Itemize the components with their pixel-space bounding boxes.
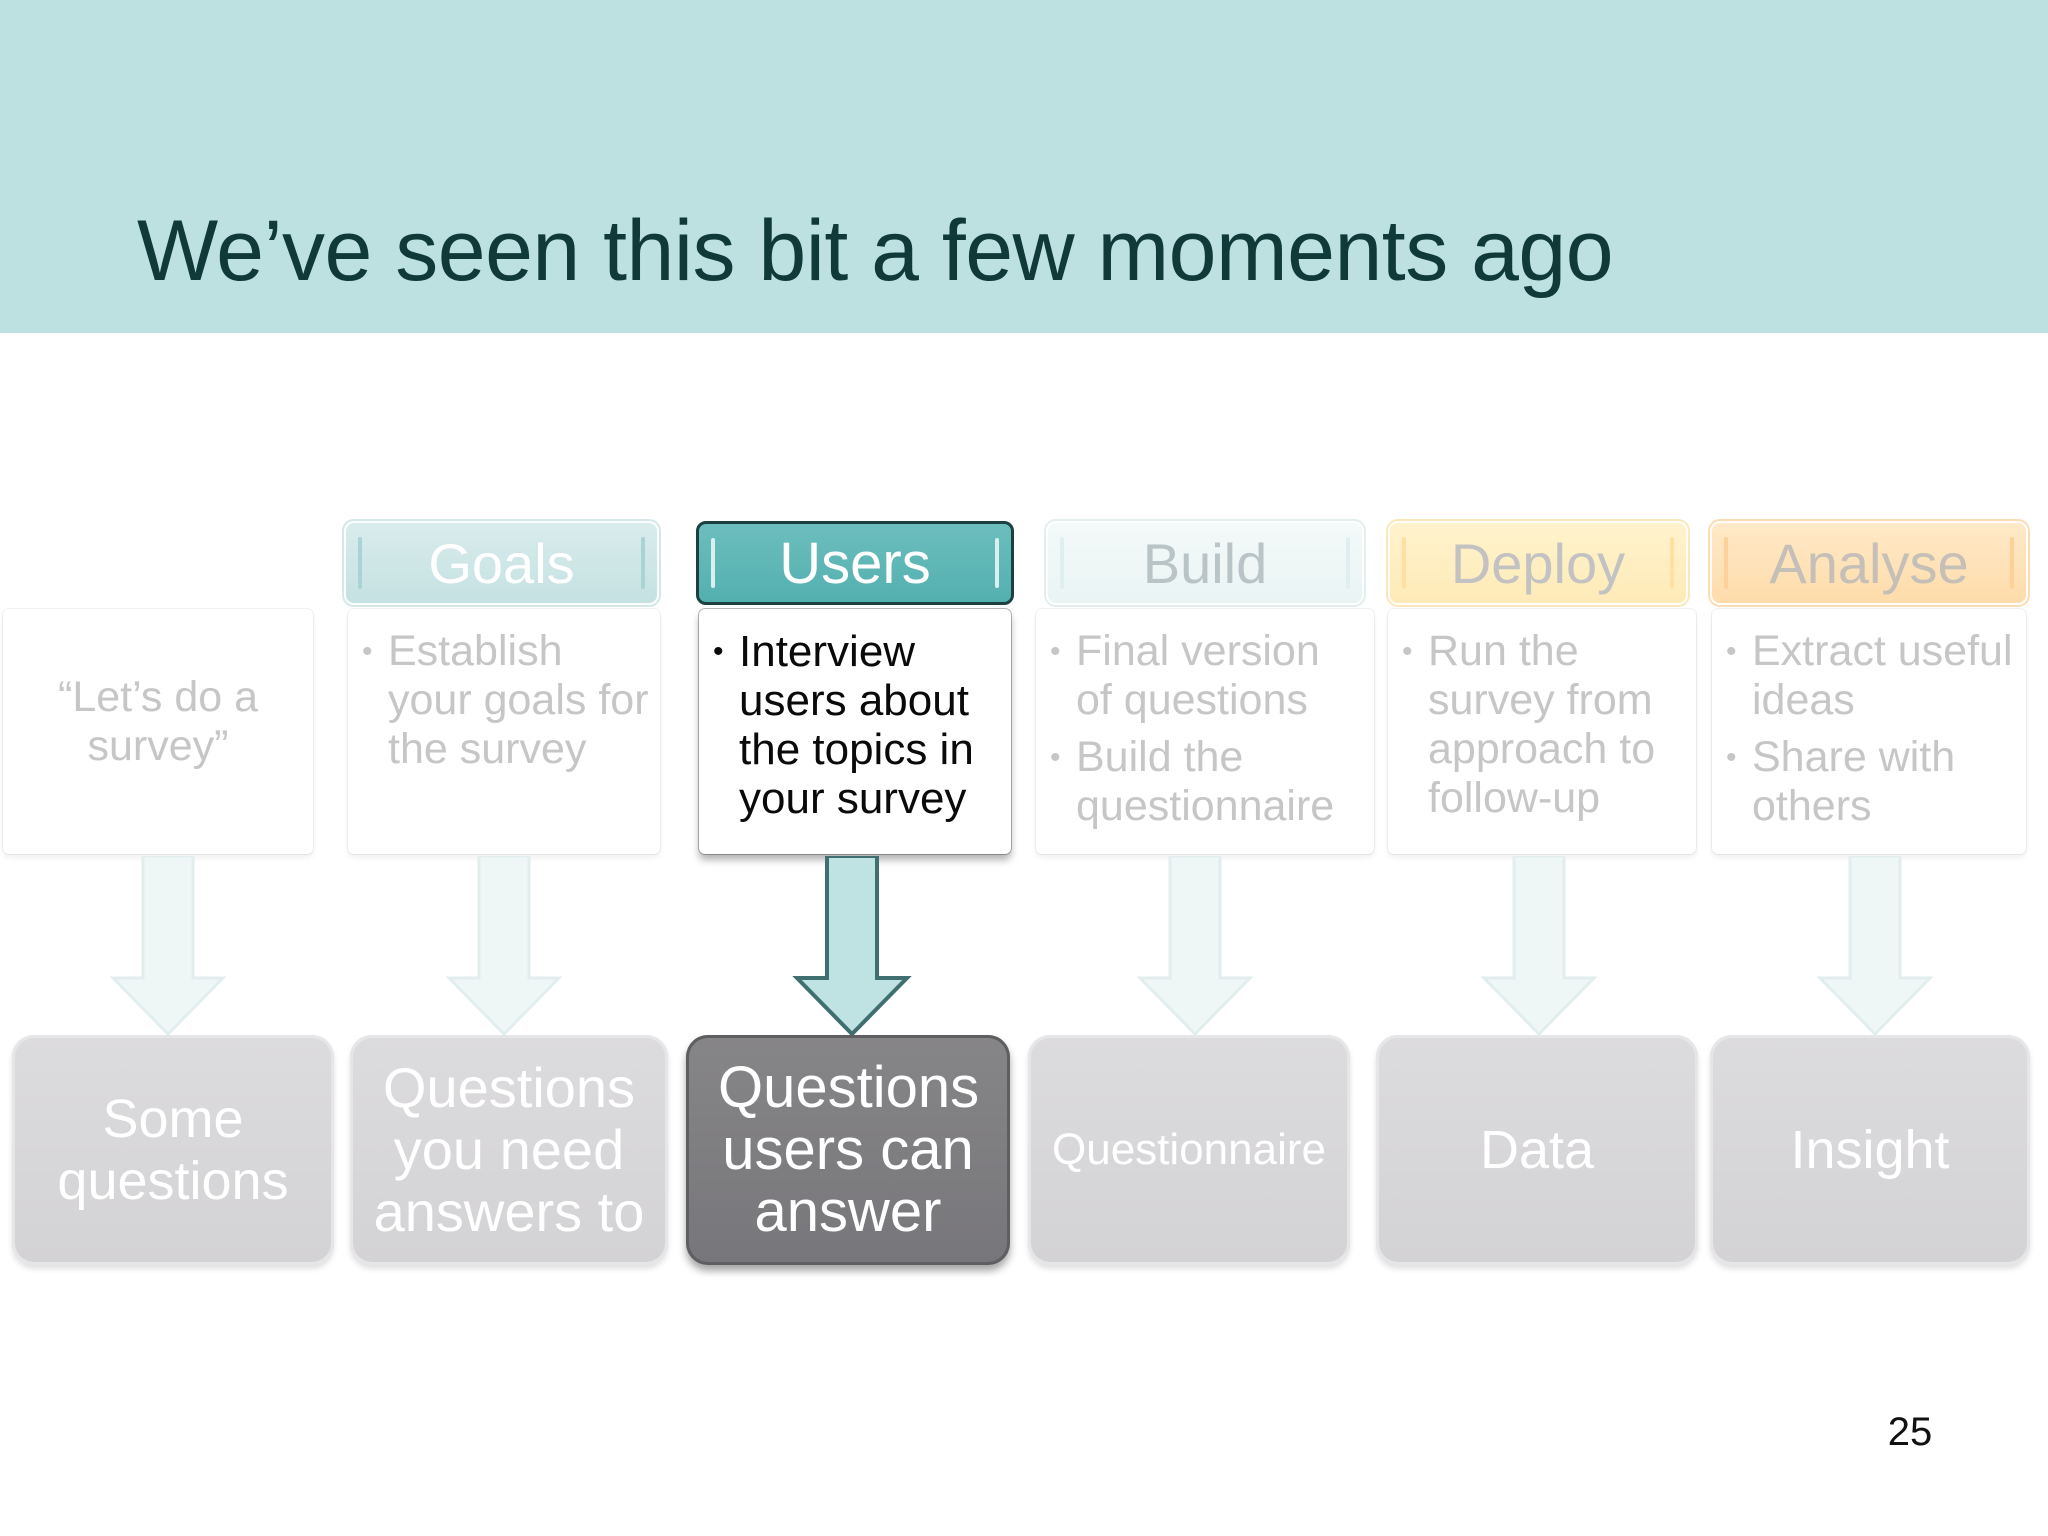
stage-tab-analyse: Analyse bbox=[1710, 521, 2028, 605]
bullet-item: Establish your goals for the survey bbox=[362, 627, 650, 774]
bullet-item: Share with others bbox=[1726, 733, 2016, 831]
page-number: 25 bbox=[1887, 1410, 1933, 1454]
down-arrow-icon bbox=[792, 856, 912, 1036]
outcome-label: Insight bbox=[1790, 1120, 1950, 1180]
outcome-box-data: Data bbox=[1376, 1035, 1698, 1265]
stage-description-users: Interview users about the topics in your… bbox=[699, 609, 1011, 854]
stage-tab-users: Users bbox=[696, 521, 1014, 605]
outcome-label: Data bbox=[1479, 1120, 1595, 1180]
stage-tab-deploy: Deploy bbox=[1388, 521, 1688, 605]
stage-description-build: Final version of questions Build the que… bbox=[1036, 609, 1374, 854]
slide-title: We’ve seen this bit a few moments ago bbox=[137, 203, 1614, 299]
stage-tab-build: Build bbox=[1046, 521, 1364, 605]
stage-tab-goals: Goals bbox=[344, 521, 659, 605]
stage-description-analyse: Extract useful ideas Share with others bbox=[1712, 609, 2026, 854]
bullet-item: Extract useful ideas bbox=[1726, 627, 2016, 725]
outcome-label: Questions you need answers to bbox=[373, 1056, 645, 1243]
down-arrow-icon bbox=[109, 856, 227, 1036]
outcome-label: Some questions bbox=[57, 1089, 289, 1211]
down-arrow-icon bbox=[1136, 856, 1254, 1036]
stage-description-start: “Let’s do a survey” bbox=[3, 609, 313, 854]
outcome-box-questionnaire: Questionnaire bbox=[1028, 1035, 1350, 1265]
outcome-box-questions-you-need: Questions you need answers to bbox=[350, 1035, 668, 1265]
outcome-box-some-questions: Some questions bbox=[12, 1035, 334, 1265]
header-band: We’ve seen this bit a few moments ago bbox=[0, 0, 2048, 333]
outcome-box-questions-users-can-answer: Questions users can answer bbox=[686, 1035, 1010, 1265]
start-quote-text: “Let’s do a survey” bbox=[58, 672, 259, 770]
bullet-item: Final version of questions bbox=[1050, 627, 1364, 725]
outcome-label: Questions users can answer bbox=[718, 1055, 980, 1244]
outcome-label: Questionnaire bbox=[1052, 1125, 1326, 1174]
down-arrow-icon bbox=[1480, 856, 1598, 1036]
bullet-item: Run the survey from approach to follow-u… bbox=[1402, 627, 1686, 823]
down-arrow-icon bbox=[1816, 856, 1934, 1036]
outcome-box-insight: Insight bbox=[1710, 1035, 2030, 1265]
stage-description-goals: Establish your goals for the survey bbox=[348, 609, 660, 854]
bullet-item: Build the questionnaire bbox=[1050, 733, 1364, 831]
bullet-item: Interview users about the topics in your… bbox=[713, 627, 1001, 823]
down-arrow-icon bbox=[445, 856, 563, 1036]
stage-description-deploy: Run the survey from approach to follow-u… bbox=[1388, 609, 1696, 854]
